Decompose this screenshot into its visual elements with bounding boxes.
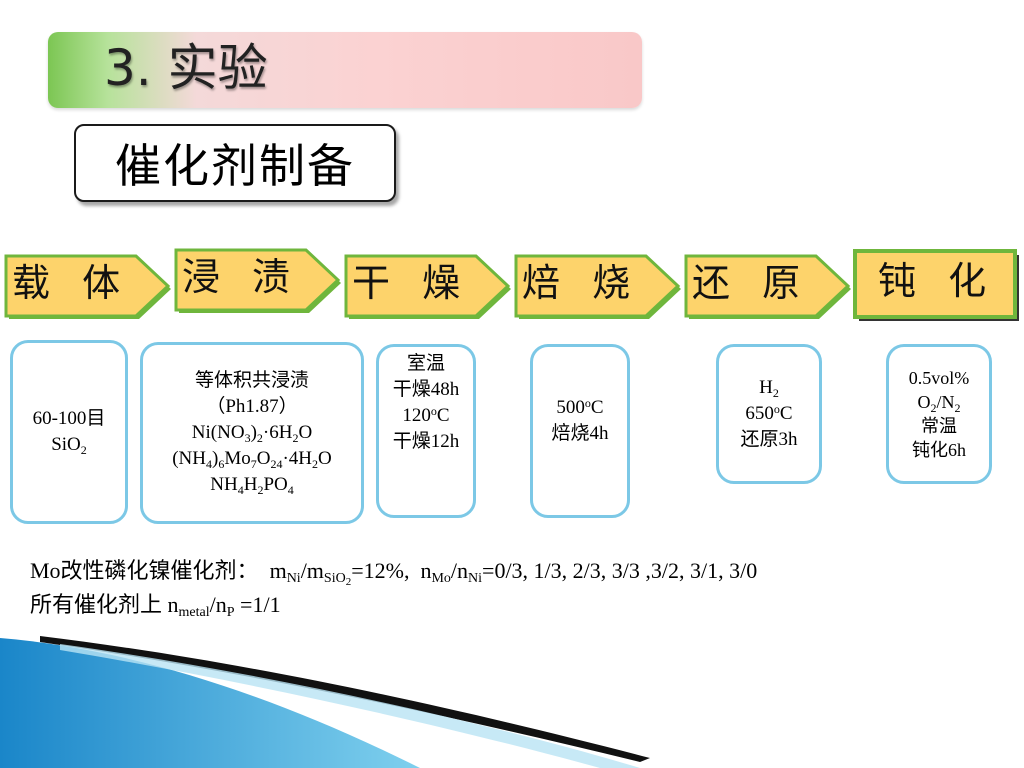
info-box-impregnation: 等体积共浸渍 （Ph1.87） Ni(NO3)2·6H2O (NH4)6Mo7O… xyxy=(140,342,364,524)
note-metal-p-line: 所有催化剂上 nmetal/nP =1/1 xyxy=(30,592,281,620)
support-material: SiO2 xyxy=(51,434,87,457)
reduction-time: 还原3h xyxy=(740,429,798,450)
section-subtitle: 催化剂制备 xyxy=(74,124,396,202)
title-banner: 3. 实验 xyxy=(48,32,642,108)
step-calcination: 焙 烧 xyxy=(512,252,682,319)
info-box-support: 60-100目 SiO2 xyxy=(10,340,128,524)
passivation-temp: 常温 xyxy=(921,416,957,436)
step-label: 浸 渍 xyxy=(182,255,301,299)
impregnation-method: 等体积共浸渍 xyxy=(194,370,309,391)
step-arrow-shape xyxy=(344,254,511,319)
info-box-calcination: 500oC 焙烧4h xyxy=(530,344,630,518)
info-box-passivation: 0.5vol% O2/N2 常温 钝化6h xyxy=(886,344,992,484)
slide-title: 3. 实验 xyxy=(104,39,268,97)
calcination-time: 焙烧4h xyxy=(551,423,609,444)
reduction-temp: 650oC xyxy=(745,402,793,424)
step-support: 载 体 xyxy=(2,252,172,319)
drying-48h: 干燥48h xyxy=(392,379,460,400)
passivation-gas: O2/N2 xyxy=(917,392,961,415)
impregnation-mo-salt: (NH4)6Mo7O24·4H2O xyxy=(172,448,332,471)
step-arrow-shape xyxy=(174,248,341,313)
step-reduction: 还 原 xyxy=(682,252,852,319)
passivation-time: 钝化6h xyxy=(912,440,966,460)
impregnation-p-salt: NH4H2PO4 xyxy=(210,474,294,497)
step-label: 还 原 xyxy=(692,261,811,305)
info-box-drying: 室温 干燥48h 120oC 干燥12h xyxy=(376,344,476,518)
step-label: 载 体 xyxy=(12,261,131,305)
step-drying: 干 燥 xyxy=(342,252,512,319)
drying-temp: 120oC xyxy=(402,404,450,426)
passivation-concentration: 0.5vol% xyxy=(908,368,970,388)
step-impregnation: 浸 渍 xyxy=(172,246,342,313)
note-ratio-line: Mo改性磷化镍催化剂： mNi/mSiO2=12%, nMo/nNi=0/3, … xyxy=(30,558,758,588)
drying-room-temp: 室温 xyxy=(406,353,445,374)
step-passivation: 钝 化 xyxy=(852,248,1022,321)
step-label: 焙 烧 xyxy=(522,261,641,305)
step-label: 干 燥 xyxy=(352,261,471,305)
support-mesh: 60-100目 xyxy=(32,408,106,429)
step-arrow-shape xyxy=(4,254,171,319)
reduction-gas: H2 xyxy=(759,377,779,400)
info-box-reduction: H2 650oC 还原3h xyxy=(716,344,822,484)
drying-12h: 干燥12h xyxy=(392,431,460,452)
step-box-shape xyxy=(853,249,1019,321)
step-label: 钝 化 xyxy=(878,259,997,303)
step-arrow-shape xyxy=(684,254,851,319)
step-arrow-shape xyxy=(514,254,681,319)
calcination-temp: 500oC xyxy=(556,396,604,418)
impregnation-ni-salt: Ni(NO3)2·6H2O xyxy=(191,422,313,445)
impregnation-ph: （Ph1.87） xyxy=(206,396,298,417)
decorative-swoosh xyxy=(0,636,650,768)
